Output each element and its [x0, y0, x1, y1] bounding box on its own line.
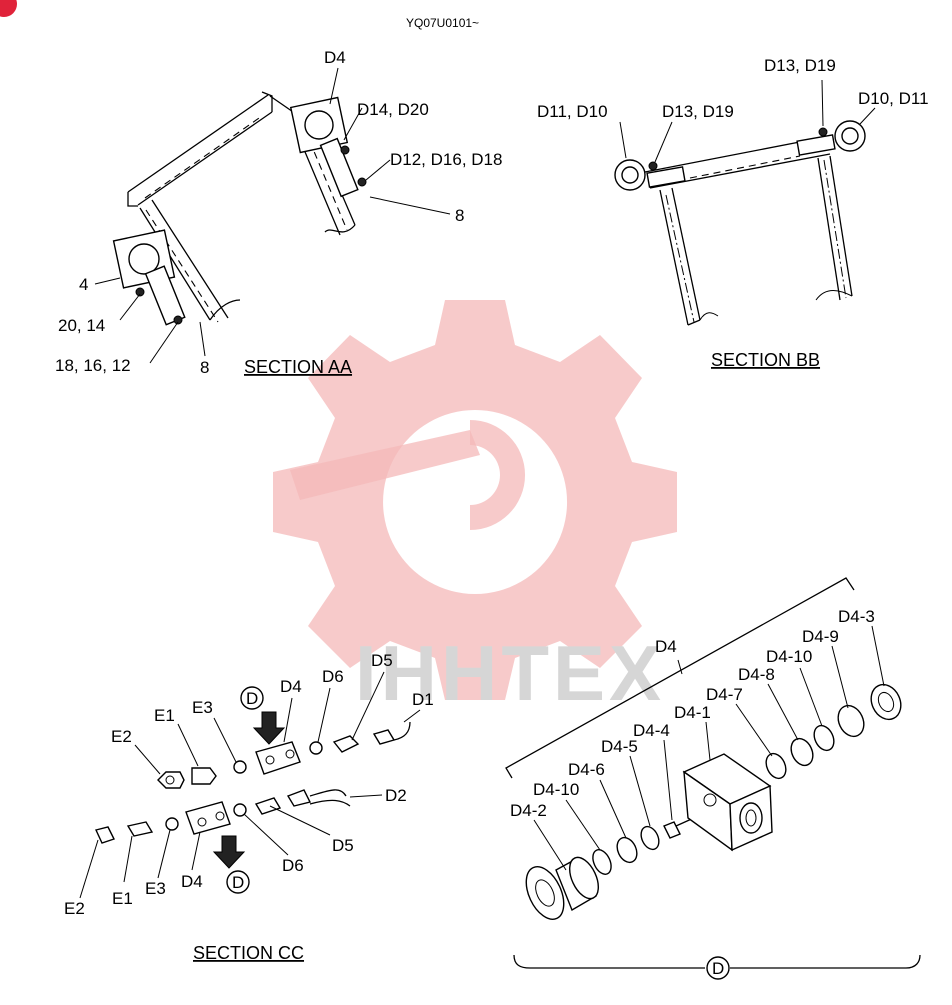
section-cc-title: SECTION CC	[193, 943, 304, 963]
cc-label-d4-top: D4	[280, 677, 302, 696]
section-aa-title: SECTION AA	[244, 357, 352, 377]
bb-label-d11-d10: D11, D10	[537, 102, 608, 121]
bb-label-d10-d11: D10, D11	[858, 89, 929, 108]
detail-group-label-d4: D4	[655, 637, 677, 656]
corner-badge-icon	[0, 0, 17, 17]
cc-label-e3-top: E3	[192, 698, 213, 717]
aa-label-4: 4	[79, 275, 88, 294]
section-bb-drawing	[614, 79, 876, 326]
watermark-gear-icon	[273, 300, 677, 700]
section-cc-drawing	[79, 671, 421, 899]
cc-label-d2: D2	[385, 786, 407, 805]
bb-label-d13-d19-top: D13, D19	[764, 56, 836, 75]
cc-label-e3-bottom: E3	[145, 879, 166, 898]
cc-label-d5-top: D5	[371, 651, 393, 670]
section-aa-drawing	[94, 67, 451, 364]
detail-d-drawing	[505, 577, 921, 980]
detail-label-d4-8: D4-8	[738, 665, 775, 684]
cc-label-d5-bottom: D5	[332, 836, 354, 855]
aa-label-8-upper: 8	[455, 206, 464, 225]
detail-label-d4-1: D4-1	[674, 703, 711, 722]
detail-label-d4-10-top: D4-10	[766, 647, 812, 666]
aa-label-d12-d16-d18: D12, D16, D18	[390, 150, 502, 169]
detail-label-d4-6: D4-6	[568, 760, 605, 779]
watermark-text: IHHTEX	[355, 629, 665, 717]
cc-label-e1-bottom: E1	[112, 889, 133, 908]
model-code: YQ07U0101~	[406, 16, 479, 30]
detail-label-d4-3: D4-3	[838, 607, 875, 626]
detail-label-d4-4: D4-4	[633, 721, 670, 740]
detail-label-d4-7: D4-7	[706, 685, 743, 704]
cc-label-detail-bottom: D	[232, 873, 244, 892]
aa-label-d14-d20: D14, D20	[357, 100, 429, 119]
cc-label-d4-bottom: D4	[181, 872, 203, 891]
detail-bracket-label-d: D	[712, 959, 724, 978]
detail-label-d4-5: D4-5	[601, 737, 638, 756]
aa-label-d4: D4	[324, 48, 346, 67]
aa-label-20-14: 20, 14	[58, 316, 105, 335]
detail-label-d4-2: D4-2	[510, 801, 547, 820]
cc-label-d6-bottom: D6	[282, 856, 304, 875]
cc-label-detail-top: D	[246, 689, 258, 708]
aa-label-18-16-12: 18, 16, 12	[55, 356, 131, 375]
bb-label-d13-d19: D13, D19	[662, 102, 734, 121]
cc-label-e2-top: E2	[111, 727, 132, 746]
cc-label-d1: D1	[412, 690, 434, 709]
section-bb-title: SECTION BB	[711, 350, 820, 370]
cc-label-e1-top: E1	[154, 706, 175, 725]
detail-label-d4-9: D4-9	[802, 627, 839, 646]
cc-label-d6-top: D6	[322, 667, 344, 686]
cc-label-e2-bottom: E2	[64, 899, 85, 918]
aa-label-8-lower: 8	[200, 358, 209, 377]
detail-label-d4-10-bottom: D4-10	[533, 780, 579, 799]
